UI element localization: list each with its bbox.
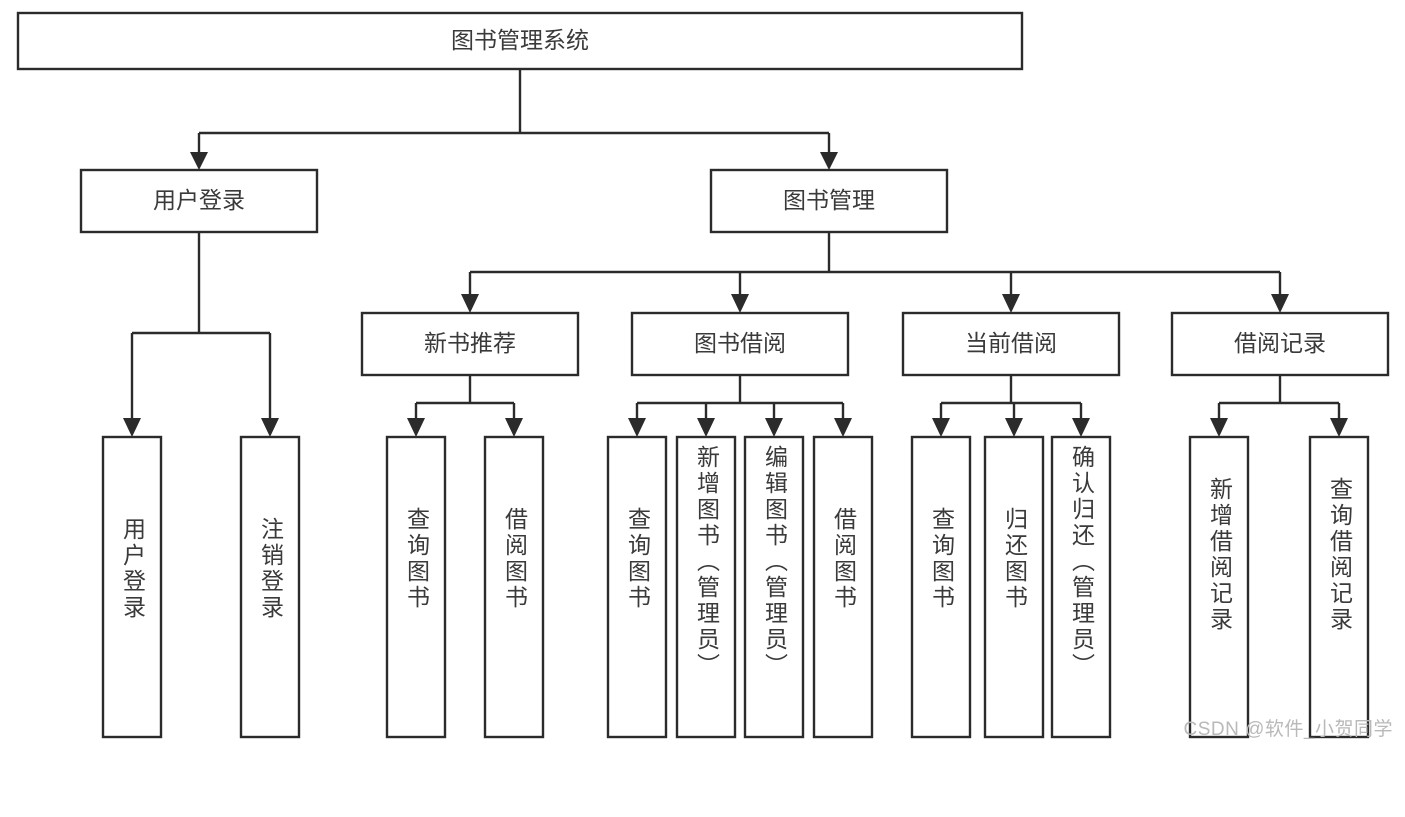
edge-group-newbookrec-to-leaves [407, 375, 523, 437]
edge-group-bookmanage-to-level3 [461, 232, 1289, 313]
arrow-head-book-borrow [731, 294, 749, 313]
node-book-borrow-box[interactable] [630, 311, 850, 377]
arrow-head-user-login [190, 152, 208, 170]
arrow-head-borrow-record [1271, 294, 1289, 313]
node-borrow-record[interactable]: 借阅记录 [1170, 311, 1390, 377]
arrow-head-borrow-query-book [628, 418, 646, 437]
node-book-manage[interactable]: 图书管理 [709, 168, 949, 234]
node-current-borrow-box[interactable] [901, 311, 1121, 377]
node-root[interactable]: 图书管理系统 [16, 11, 1024, 71]
node-new-book-rec-label: 新书推荐 [424, 330, 516, 356]
node-root-box[interactable] [16, 11, 1024, 71]
node-borrow-record-label: 借阅记录 [1234, 330, 1326, 356]
edge-group-borrowrecord-to-leaves [1210, 375, 1348, 437]
node-book-manage-box[interactable] [709, 168, 949, 234]
node-leaf-cur-return-book-box[interactable] [983, 435, 1045, 739]
arrow-head-current-borrow [1002, 294, 1020, 313]
node-current-borrow[interactable]: 当前借阅 [901, 311, 1121, 377]
node-book-borrow[interactable]: 图书借阅 [630, 311, 850, 377]
node-leaf-rec-query-book-box[interactable] [385, 435, 447, 739]
arrow-head-cur-confirm-return [1072, 418, 1090, 437]
arrow-head-borrow-add-book [697, 418, 715, 437]
node-leaf-borrow-edit-book-box[interactable] [743, 435, 805, 739]
arrow-head-borrow-edit-book [765, 418, 783, 437]
arrow-head-leaf-user-logout [261, 418, 279, 437]
flowchart-canvas: 图书管理系统 用户登录 图书管理 新书推荐 图书借阅 当前借阅 借阅记录 [16, 11, 1393, 740]
arrow-head-borrow-borrow-book [834, 418, 852, 437]
arrow-head-rec-borrow-book [505, 418, 523, 437]
node-user-login-label: 用户登录 [153, 187, 245, 213]
node-new-book-rec-box[interactable] [360, 311, 580, 377]
node-leaf-rec-query-record-box[interactable] [1308, 435, 1370, 739]
node-borrow-record-box[interactable] [1170, 311, 1390, 377]
node-leaf-cur-confirm-return-box[interactable] [1050, 435, 1112, 739]
node-leaf-user-logout-box[interactable] [239, 435, 301, 739]
node-leaf-borrow-query-book-box[interactable] [606, 435, 668, 739]
node-leaf-cur-query-book-box[interactable] [910, 435, 972, 739]
node-leaf-rec-borrow-book-box[interactable] [483, 435, 545, 739]
arrow-head-cur-return-book [1005, 418, 1023, 437]
node-new-book-rec[interactable]: 新书推荐 [360, 311, 580, 377]
edge-group-root-to-level2 [190, 69, 838, 170]
node-current-borrow-label: 当前借阅 [965, 330, 1057, 356]
arrow-head-cur-query-book [932, 418, 950, 437]
node-leaf-user-login-box[interactable] [101, 435, 163, 739]
node-user-login[interactable]: 用户登录 [79, 168, 319, 234]
node-user-login-box[interactable] [79, 168, 319, 234]
arrow-head-rec-query-record [1330, 418, 1348, 437]
node-root-label: 图书管理系统 [451, 27, 589, 53]
arrow-head-rec-query-book [407, 418, 425, 437]
edge-group-userlogin-to-leaves [123, 232, 279, 437]
edge-group-bookborrow-to-leaves [628, 375, 852, 437]
arrow-head-rec-add-record [1210, 418, 1228, 437]
node-leaf-borrow-borrow-book-box[interactable] [812, 435, 874, 739]
flowchart-svg: 图书管理系统 用户登录 图书管理 新书推荐 图书借阅 当前借阅 借阅记录 [16, 11, 1390, 739]
node-book-manage-label: 图书管理 [783, 187, 875, 213]
arrow-head-book-manage [820, 152, 838, 170]
node-book-borrow-label: 图书借阅 [694, 330, 786, 356]
arrow-head-leaf-user-login [123, 418, 141, 437]
csdn-watermark: CSDN @软件_小贺同学 [1183, 719, 1393, 740]
edge-group-currentborrow-to-leaves [932, 375, 1090, 437]
node-leaf-borrow-add-book-box[interactable] [675, 435, 737, 739]
node-leaf-rec-add-record-box[interactable] [1188, 435, 1250, 739]
arrow-head-new-book-rec [461, 294, 479, 313]
